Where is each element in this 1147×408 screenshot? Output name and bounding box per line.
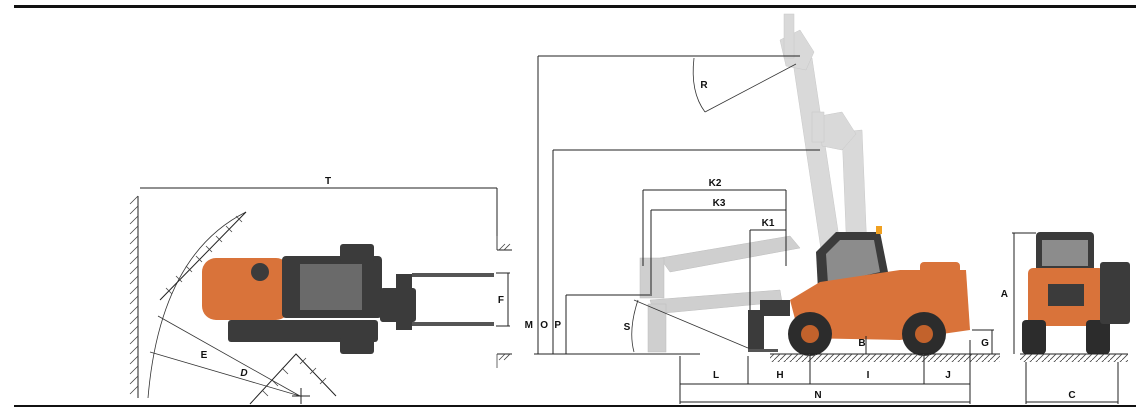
label-E: E xyxy=(201,350,208,361)
label-J: J xyxy=(945,370,951,381)
bottom-rule xyxy=(14,405,1136,407)
label-F: F xyxy=(498,295,504,306)
front-ground-hatch xyxy=(1020,353,1128,362)
angle-R-arc xyxy=(692,57,706,113)
label-H: H xyxy=(776,370,783,381)
label-G: G xyxy=(981,338,989,349)
label-T: T xyxy=(325,176,331,187)
inner-obstacle-hatch xyxy=(249,353,337,405)
label-K3: K3 xyxy=(713,198,726,209)
label-S: S xyxy=(624,322,631,333)
top-rule xyxy=(14,5,1136,8)
label-I: I xyxy=(867,370,870,381)
right-wall-hatch-bottom xyxy=(496,353,512,368)
machine-top-view xyxy=(202,244,494,354)
left-wall-hatch xyxy=(129,195,139,395)
label-R: R xyxy=(700,80,708,91)
label-N: N xyxy=(814,390,821,401)
label-D: D xyxy=(240,368,247,379)
top-view-turning-diagram: T xyxy=(129,176,512,405)
right-wall-hatch-top xyxy=(496,236,512,251)
label-A: A xyxy=(1001,289,1008,300)
label-C: C xyxy=(1068,390,1075,401)
label-K1: K1 xyxy=(762,218,775,229)
label-M: M xyxy=(525,320,533,331)
side-view-diagram: M O P R S K2 K3 K1 xyxy=(525,13,1000,404)
radius-D-line xyxy=(149,351,301,397)
label-L: L xyxy=(713,370,719,381)
machine-side-view xyxy=(748,226,970,356)
corner-wall-hatch xyxy=(159,211,247,301)
label-K2: K2 xyxy=(709,178,722,189)
radius-E-line xyxy=(157,315,301,397)
label-B: B xyxy=(858,338,865,349)
label-P: P xyxy=(554,320,561,331)
angle-S-arc xyxy=(631,299,639,353)
front-view-diagram: A C xyxy=(1001,232,1130,404)
machine-front-view xyxy=(1022,232,1130,354)
ground-hatch xyxy=(770,353,1000,362)
label-O: O xyxy=(540,320,548,331)
boom-horizontal-ghost xyxy=(639,235,801,353)
outer-turning-arc xyxy=(147,211,247,399)
